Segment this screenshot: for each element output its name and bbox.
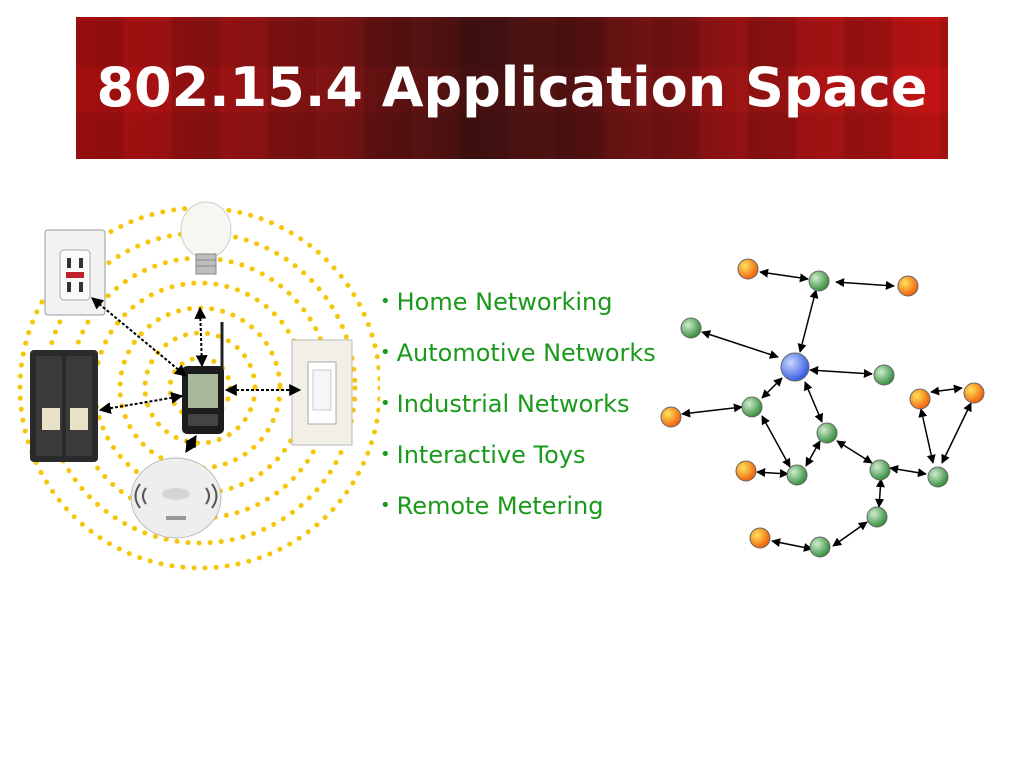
coordinator-node <box>780 352 810 382</box>
title-banner: 802.15.4 Application Space <box>76 17 948 159</box>
bullet-dot: • <box>380 495 391 516</box>
bullet-label: Remote Metering <box>396 492 604 520</box>
router-node <box>927 466 949 488</box>
gfci-outlet-icon <box>44 229 106 316</box>
bullet-dot: • <box>380 342 391 363</box>
bullet-dot: • <box>380 444 391 465</box>
router-node <box>808 270 830 292</box>
bullet-dot: • <box>380 393 391 414</box>
light-bulb-icon <box>180 201 232 275</box>
smoke-detector-icon <box>130 457 222 539</box>
router-node <box>873 364 895 386</box>
application-bullet-list: •Home Networking •Automotive Networks •I… <box>380 282 656 537</box>
router-node <box>816 422 838 444</box>
bullet-label: Industrial Networks <box>396 390 630 418</box>
bullet-label: Automotive Networks <box>396 339 656 367</box>
network-nodes <box>660 258 985 558</box>
wall-switch-icon <box>291 339 353 446</box>
list-item: •Remote Metering <box>380 486 656 537</box>
circuit-breaker-icon <box>30 350 98 462</box>
end-device-node <box>735 460 757 482</box>
end-device-node <box>897 275 919 297</box>
mesh-network-diagram <box>660 258 985 558</box>
end-device-node <box>963 382 985 404</box>
router-node <box>809 536 831 558</box>
end-device-node <box>749 527 771 549</box>
end-device-node <box>909 388 931 410</box>
list-item: •Automotive Networks <box>380 333 656 384</box>
bullet-label: Interactive Toys <box>396 441 586 469</box>
device-links <box>91 297 302 454</box>
handheld-controller-icon <box>182 322 224 434</box>
router-node <box>680 317 702 339</box>
list-item: •Industrial Networks <box>380 384 656 435</box>
bullet-dot: • <box>380 291 391 312</box>
home-network-illustration <box>17 201 380 571</box>
router-node <box>869 459 891 481</box>
slide-title: 802.15.4 Application Space <box>96 56 928 119</box>
router-node <box>741 396 763 418</box>
router-node <box>786 464 808 486</box>
bullet-label: Home Networking <box>396 288 613 316</box>
end-device-node <box>660 406 682 428</box>
router-node <box>866 506 888 528</box>
network-links <box>681 268 972 552</box>
list-item: •Interactive Toys <box>380 435 656 486</box>
end-device-node <box>737 258 759 280</box>
list-item: •Home Networking <box>380 282 656 333</box>
